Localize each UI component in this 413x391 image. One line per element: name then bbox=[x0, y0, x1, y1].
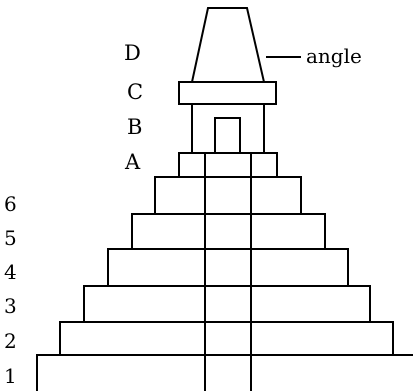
tier-4-step bbox=[107, 248, 349, 287]
tier-1-step bbox=[36, 354, 413, 391]
tier-5-step bbox=[131, 213, 326, 250]
tier-label-2: 2 bbox=[4, 329, 17, 353]
level-label-b: B bbox=[127, 115, 142, 139]
tier-label-6: 6 bbox=[4, 192, 17, 216]
level-b-doorway bbox=[214, 117, 241, 154]
tier-label-5: 5 bbox=[4, 226, 17, 250]
level-b-body bbox=[191, 103, 265, 154]
level-a-block bbox=[178, 152, 278, 178]
tier-6-step bbox=[154, 176, 302, 215]
level-label-c: C bbox=[127, 80, 143, 104]
tier-2-step bbox=[59, 321, 394, 356]
tier-label-1: 1 bbox=[4, 364, 17, 388]
tier-label-4: 4 bbox=[4, 260, 17, 284]
level-label-a: A bbox=[124, 150, 141, 174]
level-c-slab bbox=[178, 81, 277, 105]
tier-3-step bbox=[83, 285, 371, 323]
level-label-d: D bbox=[124, 41, 141, 65]
tier-label-3: 3 bbox=[4, 294, 17, 318]
level-d-spire bbox=[190, 7, 266, 83]
angle-callout-label: angle bbox=[306, 44, 362, 68]
structure-outline bbox=[36, 7, 413, 391]
